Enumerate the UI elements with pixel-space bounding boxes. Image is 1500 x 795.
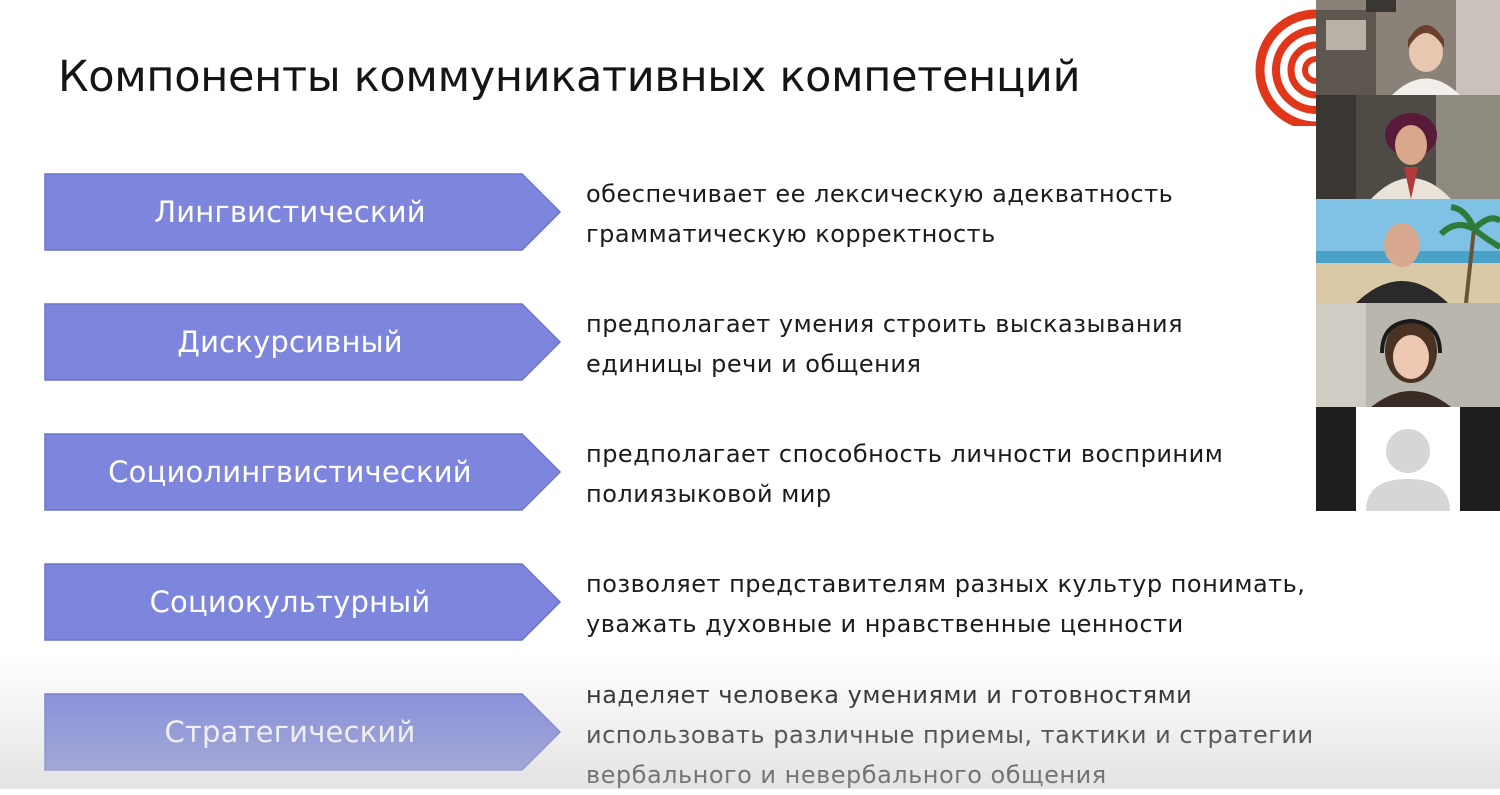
participant-video-panel	[1316, 0, 1500, 511]
component-description: предполагает способность личности воспри…	[586, 434, 1312, 514]
participant-video-frame	[1316, 303, 1500, 407]
participant-video-3[interactable]	[1316, 199, 1500, 303]
component-row-linguistic: Лингвистический обеспечивает ее лексичес…	[0, 173, 1500, 263]
component-label: Социолингвистический	[108, 455, 472, 489]
component-description: обеспечивает ее лексическую адекватность…	[586, 174, 1312, 254]
component-label: Дискурсивный	[177, 325, 403, 359]
participant-video-frame	[1316, 0, 1500, 95]
participant-avatar-placeholder[interactable]	[1316, 407, 1500, 511]
description-line: вербального и невербального общения	[586, 761, 1107, 789]
participant-video-1[interactable]	[1316, 0, 1500, 95]
component-row-sociolinguistic: Социолингвистический предполагает способ…	[0, 433, 1500, 523]
description-line: уважать духовные и нравственные ценности	[586, 610, 1184, 638]
description-line: обеспечивает ее лексическую адекватность	[586, 180, 1174, 208]
description-line: полиязыковой мир	[586, 480, 832, 508]
participant-video-frame	[1316, 95, 1500, 199]
component-row-strategic: Стратегический наделяет человека умениям…	[0, 681, 1500, 789]
component-description: наделяет человека умениями и готовностям…	[586, 675, 1380, 795]
description-line: грамматическую корректность	[586, 220, 996, 248]
arrow-shape	[44, 173, 562, 251]
description-line: использовать различные приемы, тактики и…	[586, 721, 1314, 749]
avatar-icon	[1316, 407, 1500, 511]
arrow-shape	[44, 433, 562, 511]
component-label: Лингвистический	[154, 195, 426, 229]
description-line: наделяет человека умениями и готовностям…	[586, 681, 1193, 709]
participant-video-2[interactable]	[1316, 95, 1500, 199]
organization-logo-icon	[1255, 9, 1322, 126]
slide-title: Компоненты коммуникативных компетенций	[58, 52, 1081, 102]
participant-video-frame	[1316, 199, 1500, 303]
description-line: единицы речи и общения	[586, 350, 922, 378]
component-description: предполагает умения строить высказывания…	[586, 304, 1312, 384]
arrow-shape	[44, 563, 562, 641]
component-description: позволяет представителям разных культур …	[586, 564, 1380, 644]
participant-video-4[interactable]	[1316, 303, 1500, 407]
component-label: Стратегический	[164, 715, 416, 749]
description-line: предполагает умения строить высказывания	[586, 310, 1184, 338]
description-line: позволяет представителям разных культур …	[586, 570, 1306, 598]
component-row-sociocultural: Социокультурный позволяет представителям…	[0, 563, 1500, 653]
arrow-shape	[44, 303, 562, 381]
component-label: Социокультурный	[149, 585, 431, 619]
description-line: предполагает способность личности воспри…	[586, 440, 1224, 468]
component-row-discursive: Дискурсивный предполагает умения строить…	[0, 303, 1500, 393]
